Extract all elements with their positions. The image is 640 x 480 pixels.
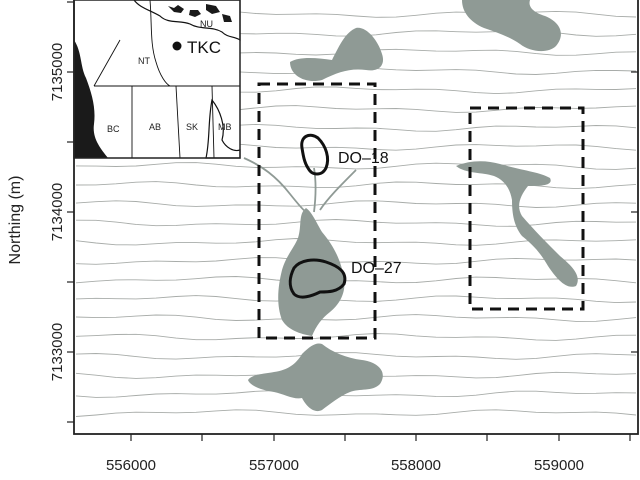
inset-hudson-bay: [205, 98, 241, 159]
locator-inset: NU NT BC AB SK MB TKC: [73, 0, 241, 159]
flight-line: [75, 352, 637, 360]
flight-line: [75, 295, 637, 304]
stream-north: [313, 167, 317, 213]
inset-label-nt: NT: [138, 56, 150, 66]
flight-line: [75, 314, 637, 322]
inset-label-sk: SK: [186, 122, 198, 132]
flight-line: [75, 200, 637, 208]
inset-label-nu: NU: [200, 19, 213, 29]
lake-central-main: [278, 208, 345, 336]
flight-line: [75, 257, 637, 265]
x-tick-label-557000: 557000: [249, 457, 299, 474]
inset-label-mb: MB: [218, 122, 232, 132]
flight-line: [75, 219, 637, 227]
target-outline-do-27: [288, 258, 347, 299]
plot-frame: [73, 0, 639, 435]
lake-north-central: [290, 27, 384, 82]
survey-block-west: [257, 82, 377, 340]
inset-label-ab: AB: [149, 122, 161, 132]
flight-line: [75, 409, 637, 417]
inset-boundaries: [93, 0, 240, 159]
x-tick-label-558000: 558000: [391, 457, 441, 474]
flight-line: [75, 333, 637, 341]
flight-line: [75, 390, 637, 398]
flight-line: [75, 162, 637, 170]
y-tick-label-7134000: 7134000: [49, 183, 66, 241]
axis-ticks: [67, 1, 638, 441]
x-tick-label-556000: 556000: [106, 457, 156, 474]
lake-northeast: [462, 0, 561, 52]
inset-label-bc: BC: [107, 124, 120, 134]
inset-pacific-coast: [74, 40, 108, 158]
stream-east: [319, 169, 357, 211]
lakes: [248, 0, 578, 412]
flight-line: [75, 238, 637, 246]
flight-line: [75, 276, 637, 284]
target-outline-do-18: [300, 133, 330, 176]
survey-block-east: [468, 106, 585, 311]
inset-site-marker: [172, 41, 182, 51]
lake-south: [248, 343, 383, 412]
target-label-do-27: DO–27: [351, 260, 402, 277]
y-axis-title: Northing (m): [7, 176, 24, 265]
x-tick-label-559000: 559000: [534, 457, 584, 474]
flight-line: [75, 181, 637, 190]
inset-site-label: TKC: [187, 38, 221, 57]
y-tick-label-7133000: 7133000: [49, 323, 66, 381]
target-label-do-18: DO–18: [338, 150, 389, 167]
inset-islands: [168, 4, 232, 22]
lake-east: [456, 161, 578, 287]
stream-west: [243, 157, 307, 213]
y-tick-label-7135000: 7135000: [49, 43, 66, 101]
